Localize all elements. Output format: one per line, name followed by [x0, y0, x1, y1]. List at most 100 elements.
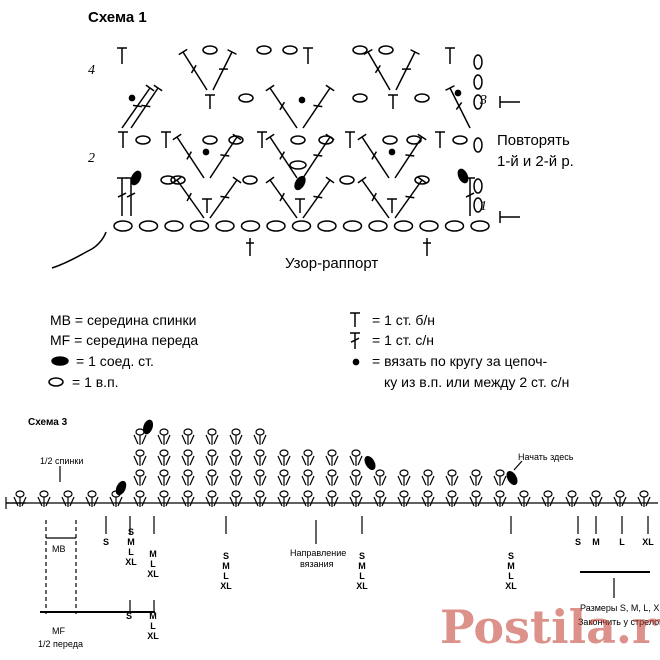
fan-stitch	[493, 496, 499, 507]
watermark-logo: Postila.ru	[440, 600, 660, 654]
fan-stitch	[349, 496, 355, 507]
fan-stitch	[333, 475, 339, 486]
slip-stitch-icon	[51, 356, 69, 366]
fan-stitch	[597, 496, 603, 507]
fan-stitch	[205, 496, 211, 507]
double-crochet-icon	[121, 87, 151, 129]
double-crochet-top	[172, 133, 182, 141]
double-crochet-top	[145, 84, 155, 92]
fan-stitch	[189, 496, 195, 507]
fan-stitch	[181, 455, 187, 466]
work-around-dot-icon	[454, 89, 462, 97]
double-crochet-top	[417, 133, 427, 141]
fan-loop-icon	[519, 490, 529, 498]
double-crochet-top	[153, 84, 163, 92]
double-crochet-icon	[176, 136, 205, 179]
fan-stitch	[277, 475, 283, 486]
double-crochet-top	[265, 133, 275, 141]
chain-stitch-icon	[473, 197, 483, 213]
double-crochet-slash	[374, 64, 381, 74]
double-crochet-slash	[279, 101, 285, 111]
legend-slip-stitch: = 1 соед. ст.	[76, 353, 154, 369]
fan-stitch	[69, 496, 75, 507]
fan-loop-icon	[159, 490, 169, 498]
double-crochet-icon	[182, 51, 208, 91]
double-crochet-slash	[313, 154, 323, 157]
mb-marker: MB	[52, 544, 66, 554]
fan-stitch	[573, 496, 579, 507]
fan-stitch	[301, 455, 307, 466]
fan-stitch	[165, 455, 171, 466]
double-crochet-slash	[455, 101, 463, 111]
fan-loop-icon	[231, 428, 241, 436]
fan-stitch	[261, 434, 267, 445]
fan-stitch	[189, 475, 195, 486]
fan-stitch	[117, 496, 123, 507]
fan-stitch	[237, 475, 243, 486]
mf-marker: MF	[52, 626, 65, 636]
fan-loop-icon	[447, 490, 457, 498]
fan-loop-icon	[303, 449, 313, 457]
legend-single-crochet: = 1 ст. б/н	[372, 312, 436, 328]
double-crochet-slash	[117, 192, 127, 198]
fan-stitch	[349, 475, 355, 486]
fan-stitch	[13, 496, 19, 507]
double-crochet-slash	[405, 195, 415, 199]
fan-loop-icon	[207, 469, 217, 477]
fan-stitch	[165, 475, 171, 486]
chain-stitch-icon	[414, 175, 430, 185]
fan-stitch	[45, 496, 51, 507]
fan-stitch	[261, 455, 267, 466]
fan-loop-icon	[423, 490, 433, 498]
fan-stitch	[373, 496, 379, 507]
fan-stitch	[397, 496, 403, 507]
fan-stitch	[253, 455, 259, 466]
fan-loop-icon	[183, 469, 193, 477]
half-front-label: 1/2 переда	[38, 639, 83, 649]
fan-stitch	[253, 496, 259, 507]
double-crochet-icon	[176, 179, 205, 219]
fan-loop-icon	[567, 490, 577, 498]
fan-stitch	[237, 496, 243, 507]
fan-stitch	[517, 496, 523, 507]
chain-stitch-icon	[282, 45, 298, 55]
fan-stitch	[213, 496, 219, 507]
legend-chain: = 1 в.п.	[72, 374, 119, 390]
yarn-tail-icon	[51, 231, 107, 269]
fan-loop-icon	[351, 449, 361, 457]
fan-stitch	[325, 455, 331, 466]
fan-stitch	[205, 434, 211, 445]
chain-stitch-icon	[256, 45, 272, 55]
double-crochet-top	[325, 133, 335, 141]
fan-loop-icon	[135, 428, 145, 436]
fan-stitch	[261, 496, 267, 507]
double-crochet-top	[232, 176, 242, 184]
chain-stitch-icon	[266, 220, 286, 232]
fan-stitch	[157, 496, 163, 507]
double-crochet-icon	[394, 179, 423, 219]
fan-stitch	[397, 475, 403, 486]
fan-loop-icon	[255, 428, 265, 436]
fan-stitch	[237, 434, 243, 445]
fan-stitch	[469, 475, 475, 486]
fan-loop-icon	[279, 469, 289, 477]
fan-stitch	[285, 475, 291, 486]
slip-stitch-icon	[115, 480, 127, 496]
fan-stitch	[285, 455, 291, 466]
fan-stitch	[21, 496, 27, 507]
fan-loop-icon	[591, 490, 601, 498]
fan-stitch	[261, 475, 267, 486]
double-crochet-top	[265, 84, 275, 92]
fan-stitch	[493, 475, 499, 486]
double-crochet-slash	[190, 64, 197, 74]
fan-stitch	[309, 455, 315, 466]
fan-stitch	[541, 496, 547, 507]
fan-loop-icon	[399, 469, 409, 477]
double-crochet-top	[445, 85, 455, 91]
double-crochet-icon	[361, 136, 390, 179]
half-back-label: 1/2 спинки	[40, 456, 84, 466]
fan-stitch	[429, 475, 435, 486]
fan-stitch	[421, 496, 427, 507]
